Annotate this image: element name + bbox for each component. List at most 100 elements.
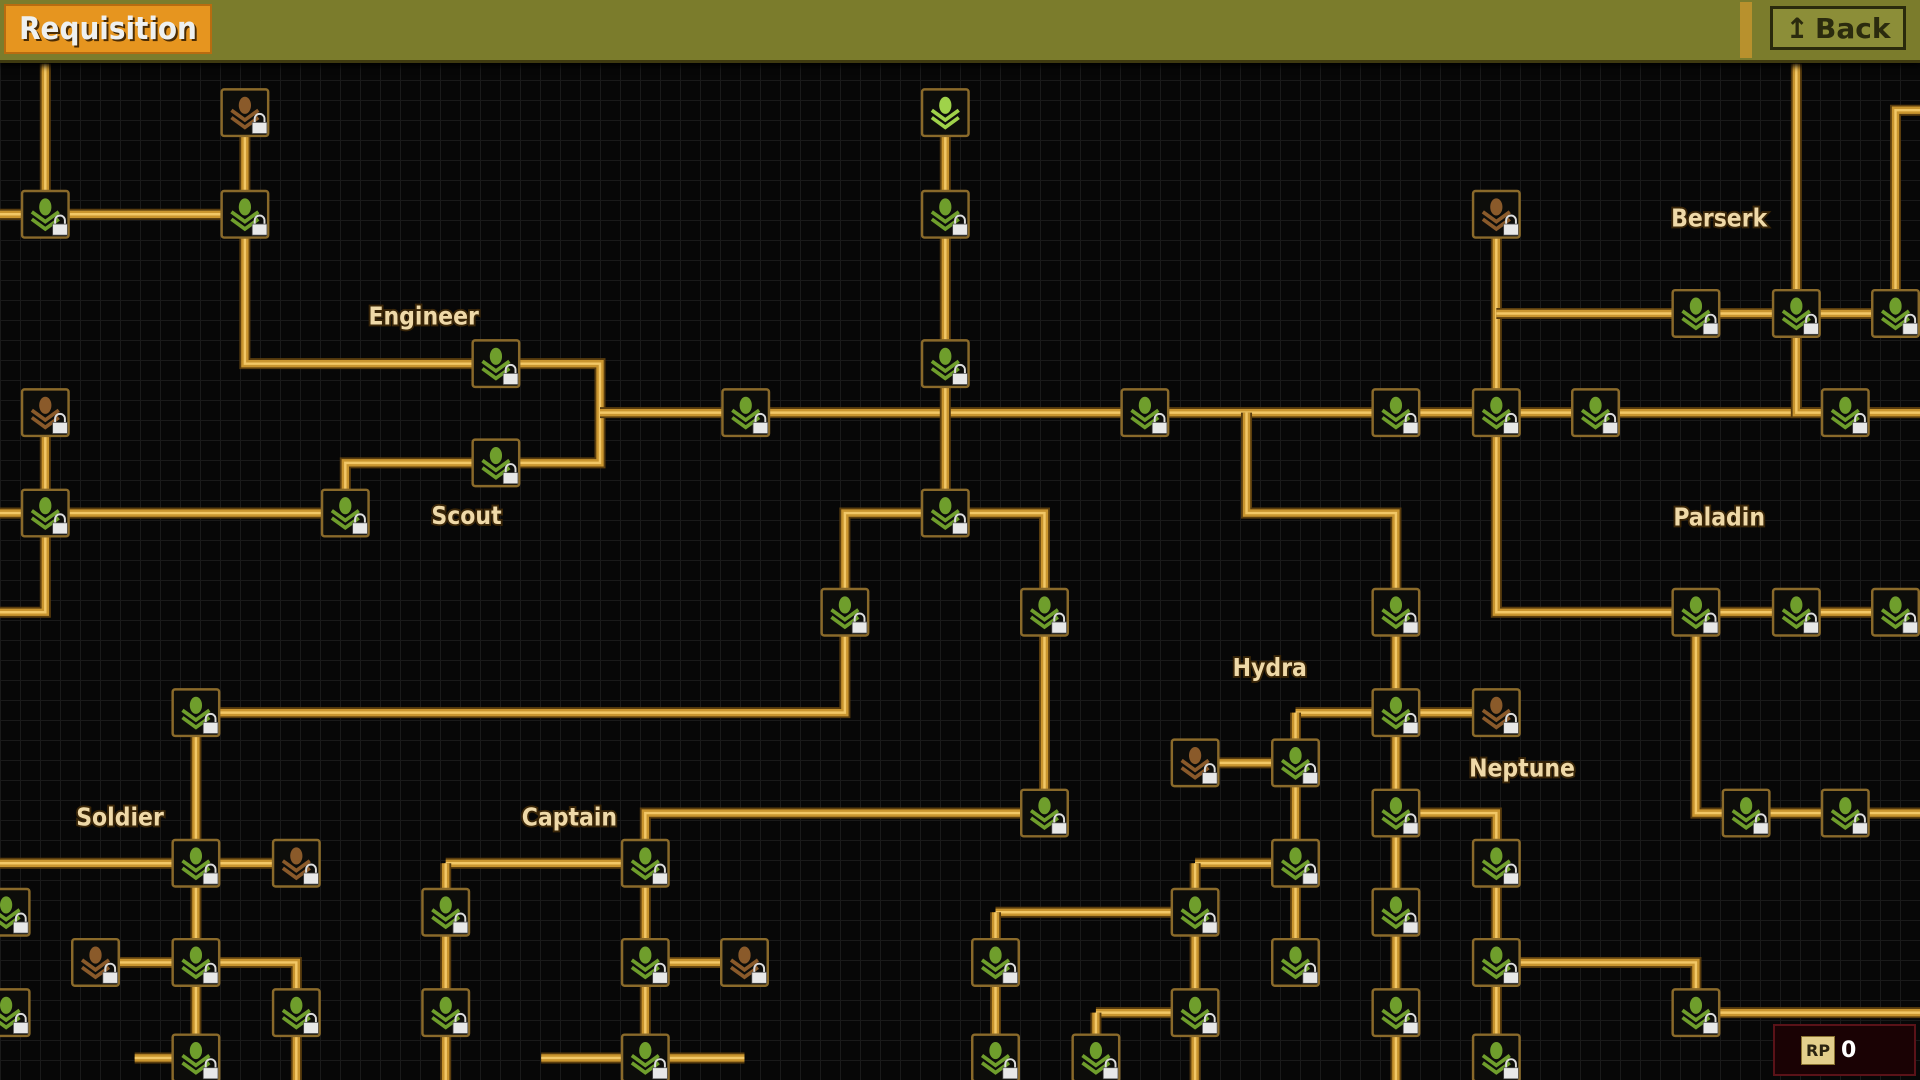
skill-node[interactable] [1771, 587, 1821, 637]
skill-node[interactable] [1671, 288, 1721, 338]
skill-node[interactable] [171, 1033, 221, 1080]
connector-pipe [1894, 108, 1920, 314]
connector-pipe [1795, 63, 1920, 414]
skill-node[interactable] [620, 1033, 670, 1080]
skill-node[interactable] [971, 937, 1020, 987]
lock-icon [1702, 612, 1719, 634]
lock-icon [1051, 612, 1067, 634]
lock-icon [751, 962, 767, 984]
lock-icon [251, 112, 268, 134]
skill-node[interactable] [421, 988, 471, 1038]
skill-node[interactable] [0, 988, 31, 1038]
skill-node[interactable] [920, 189, 970, 239]
skill-node[interactable] [1671, 988, 1721, 1038]
skill-node[interactable] [1820, 788, 1870, 838]
skill-node[interactable] [1721, 788, 1771, 838]
skill-node[interactable] [220, 189, 270, 239]
skill-node[interactable] [1271, 838, 1320, 888]
connector-pipe [1792, 63, 1920, 417]
skill-node[interactable] [271, 988, 321, 1038]
skill-node[interactable] [1371, 887, 1421, 937]
lock-icon [1002, 962, 1018, 984]
skill-node[interactable] [920, 488, 970, 538]
skill-node[interactable] [1271, 937, 1320, 987]
lock-icon [1503, 1058, 1519, 1080]
skill-node[interactable] [171, 688, 221, 738]
lock-icon [1702, 313, 1719, 335]
lock-icon [303, 863, 319, 885]
chevron-rank-icon [1681, 297, 1711, 331]
lock-icon [1602, 412, 1618, 434]
skill-node[interactable] [1471, 937, 1521, 987]
skill-node[interactable] [1871, 587, 1920, 637]
skill-node[interactable] [920, 339, 970, 389]
skill-node[interactable] [1020, 587, 1069, 637]
lock-icon [1902, 612, 1918, 634]
skill-node[interactable] [220, 88, 270, 138]
skill-node[interactable] [1771, 288, 1821, 338]
lock-icon [1302, 962, 1318, 984]
skill-node[interactable] [1871, 288, 1920, 338]
skill-node[interactable] [171, 838, 221, 888]
skill-node[interactable] [471, 438, 521, 488]
chevron-rank-icon [1081, 1042, 1111, 1075]
skill-node[interactable] [421, 887, 471, 937]
back-button[interactable]: ↥Back [1770, 6, 1906, 50]
skill-node[interactable] [20, 388, 70, 438]
skill-node[interactable] [1471, 838, 1521, 888]
lock-icon [502, 363, 519, 385]
skill-node[interactable] [71, 937, 120, 987]
lock-icon [851, 612, 868, 634]
skill-node[interactable] [1371, 688, 1421, 738]
lock-icon [1402, 412, 1419, 434]
skill-node[interactable] [1671, 587, 1721, 637]
skill-node[interactable] [271, 838, 321, 888]
skill-node[interactable] [1471, 1033, 1521, 1080]
skill-node[interactable] [1120, 388, 1170, 438]
skill-node[interactable] [1371, 587, 1421, 637]
skill-node[interactable] [721, 388, 771, 438]
class-label-engineer: Engineer [368, 301, 479, 330]
skill-node[interactable] [1271, 738, 1320, 788]
arrow-up-icon: ↥ [1785, 11, 1809, 45]
skill-node[interactable] [1820, 388, 1870, 438]
skill-node[interactable] [1471, 688, 1521, 738]
skill-node[interactable] [1170, 738, 1220, 788]
skill-node[interactable] [620, 838, 670, 888]
skill-node[interactable] [1071, 1033, 1121, 1080]
skill-node[interactable] [1020, 788, 1069, 838]
skill-node[interactable] [20, 189, 70, 239]
skill-node[interactable] [1371, 788, 1421, 838]
skill-node[interactable] [0, 887, 31, 937]
skill-node[interactable] [1471, 388, 1521, 438]
class-label-scout: Scout [431, 501, 502, 530]
skill-node[interactable] [20, 488, 70, 538]
skill-node[interactable] [920, 88, 970, 138]
soldier-portrait-icon [80, 946, 111, 980]
lock-icon [1503, 863, 1519, 885]
skill-node[interactable] [171, 937, 221, 987]
skill-node[interactable] [1371, 388, 1421, 438]
lock-icon [1202, 912, 1218, 934]
skill-node[interactable] [1471, 189, 1521, 239]
skill-node[interactable] [1571, 388, 1620, 438]
lock-icon [652, 1058, 668, 1080]
skill-node[interactable] [320, 488, 370, 538]
skill-node[interactable] [971, 1033, 1020, 1080]
lock-icon [13, 912, 29, 934]
lock-icon [1852, 813, 1868, 835]
lock-icon [1402, 813, 1419, 835]
lock-icon [1151, 412, 1168, 434]
skill-node[interactable] [1371, 988, 1421, 1038]
lock-icon [202, 863, 219, 885]
skill-node[interactable] [471, 339, 521, 389]
skill-node[interactable] [1170, 887, 1220, 937]
skill-node[interactable] [620, 937, 670, 987]
lock-icon [52, 214, 68, 236]
skill-node[interactable] [720, 937, 769, 987]
skill-node[interactable] [820, 587, 870, 637]
lock-icon [303, 1012, 319, 1034]
skill-node[interactable] [1170, 988, 1220, 1038]
